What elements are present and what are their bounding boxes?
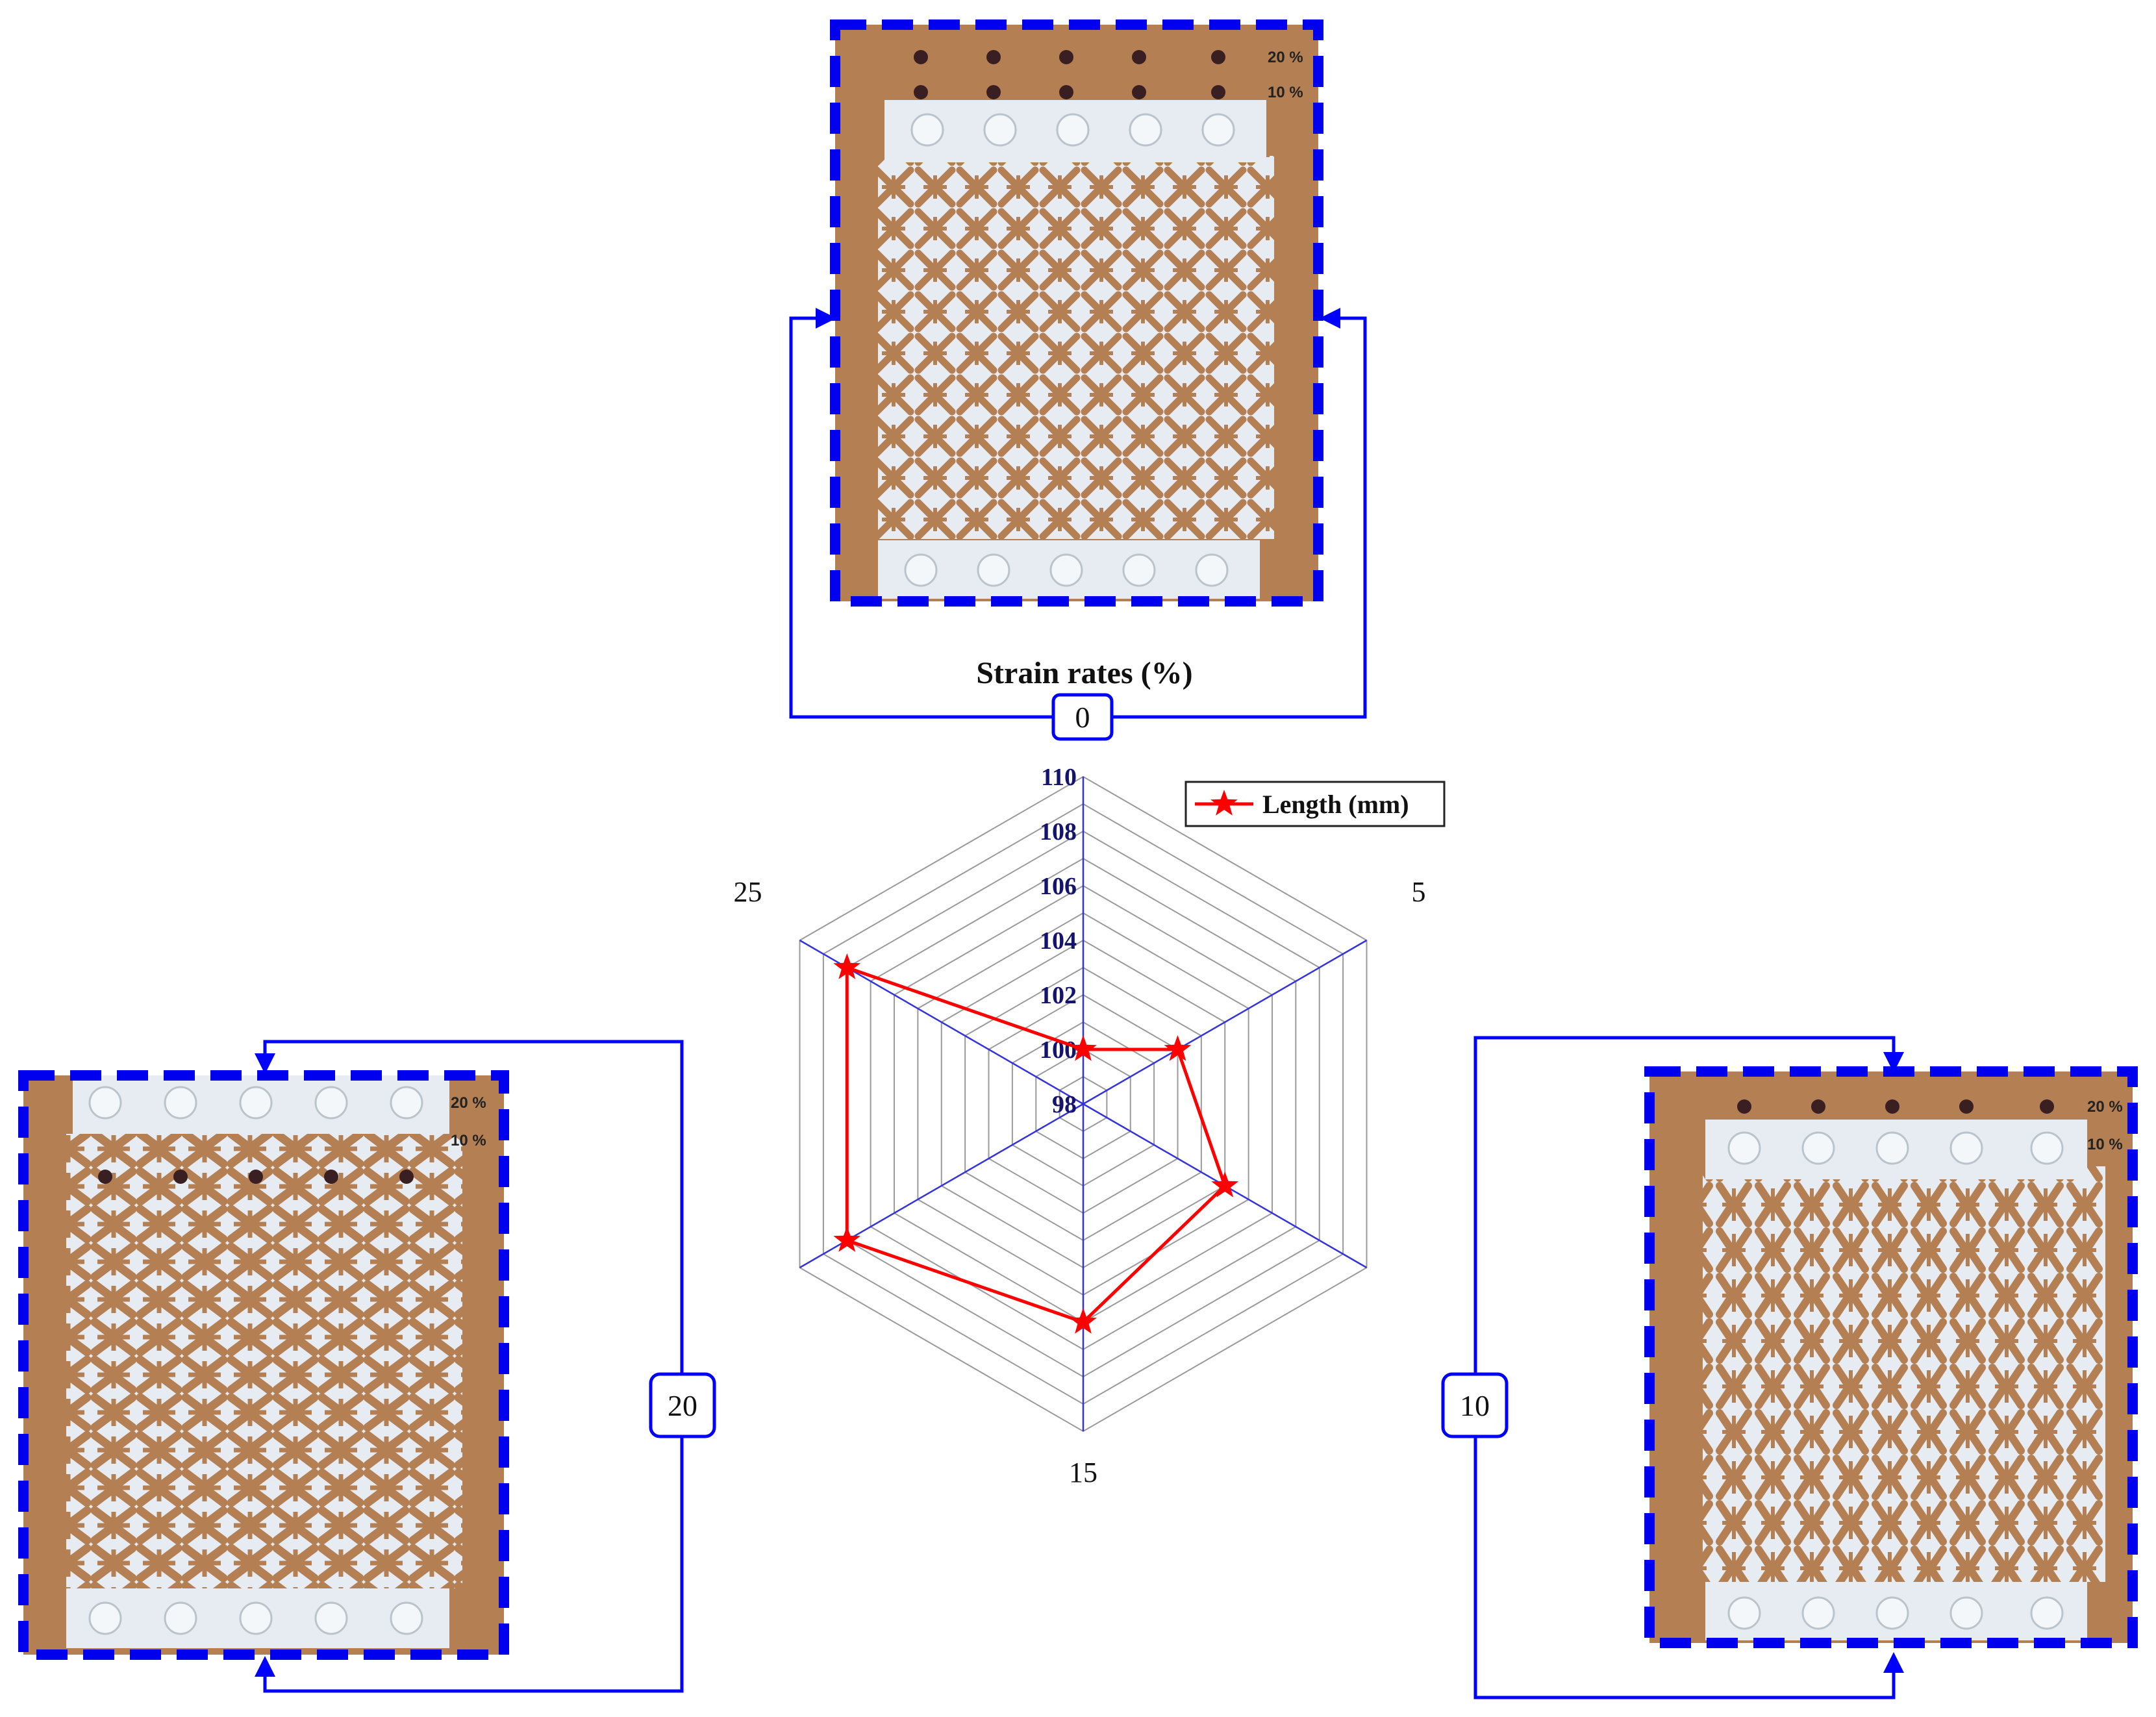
arrow-up-icon — [1883, 1652, 1904, 1673]
specimen-lattice — [1703, 1166, 2105, 1582]
specimen-lattice — [66, 1134, 462, 1588]
radial-tick-label: 108 — [1040, 818, 1077, 846]
connector-arrowheads — [255, 308, 1904, 1677]
data-point-star — [1070, 1035, 1097, 1061]
mark-20-percent: 20 % — [2087, 1098, 2123, 1116]
reference-dots — [98, 1170, 414, 1184]
connector-right — [1473, 1036, 1896, 1699]
badge-20-label: 20 — [668, 1389, 697, 1422]
radial-tick-label: 102 — [1040, 982, 1077, 1009]
badge-20: 20 — [649, 1372, 716, 1438]
data-point-star — [1070, 1308, 1097, 1334]
radial-tick-label: 110 — [1041, 764, 1077, 791]
arrow-left-icon — [1320, 308, 1340, 329]
badge-10: 10 — [1441, 1372, 1509, 1438]
series-line — [845, 966, 1227, 1324]
specimen-dashed-border — [1644, 1066, 2138, 1648]
radial-tick-label: 98 — [1052, 1091, 1077, 1118]
badge-0: 0 — [1051, 693, 1114, 741]
badge-10-label: 10 — [1460, 1389, 1490, 1422]
specimen-20-percent: 20 % 10 % — [18, 1070, 509, 1660]
connector-left — [263, 1040, 684, 1693]
arrow-right-icon — [816, 308, 836, 329]
clamp-bolts — [904, 113, 1235, 587]
legend-star-icon — [1210, 790, 1238, 816]
data-point-star — [1211, 1172, 1239, 1197]
clamp-bolts — [88, 1086, 423, 1635]
specimen-0-percent: 20 % 10 % — [830, 19, 1323, 607]
data-point-star — [833, 1226, 861, 1252]
category-label: 15 — [1069, 1457, 1097, 1488]
specimen-10-percent: 20 % 10 % — [1644, 1066, 2138, 1648]
mark-20-percent: 20 % — [451, 1094, 486, 1112]
chart-title: Strain rates (%) — [976, 656, 1192, 690]
specimen-dashed-border — [18, 1070, 509, 1660]
specimen-dashed-border — [830, 19, 1323, 607]
reference-dots — [914, 50, 1225, 99]
axis-spoke — [1083, 939, 1368, 1105]
reference-dots — [1737, 1099, 2054, 1114]
radial-tick-label: 106 — [1040, 873, 1077, 900]
specimen-lattice — [878, 156, 1274, 539]
data-point-star — [833, 953, 861, 979]
arrow-up-icon — [255, 1656, 275, 1677]
badge-0-label: 0 — [1075, 701, 1090, 734]
mark-20-percent: 20 % — [1268, 49, 1303, 66]
legend: Length (mm) — [1185, 781, 1446, 827]
arrow-down-icon — [255, 1053, 275, 1074]
legend-box — [1185, 781, 1446, 827]
mark-10-percent: 10 % — [1268, 84, 1303, 101]
category-label: 5 — [1411, 876, 1425, 908]
category-label: 25 — [734, 876, 762, 908]
radial-tick-label: 104 — [1040, 927, 1077, 955]
mark-10-percent: 10 % — [451, 1132, 486, 1149]
arrow-down-icon — [1883, 1052, 1904, 1073]
data-point-star — [1164, 1035, 1192, 1061]
mark-10-percent: 10 % — [2087, 1136, 2123, 1153]
clamp-bolts — [1727, 1131, 2064, 1630]
legend-label: Length (mm) — [1262, 790, 1409, 819]
